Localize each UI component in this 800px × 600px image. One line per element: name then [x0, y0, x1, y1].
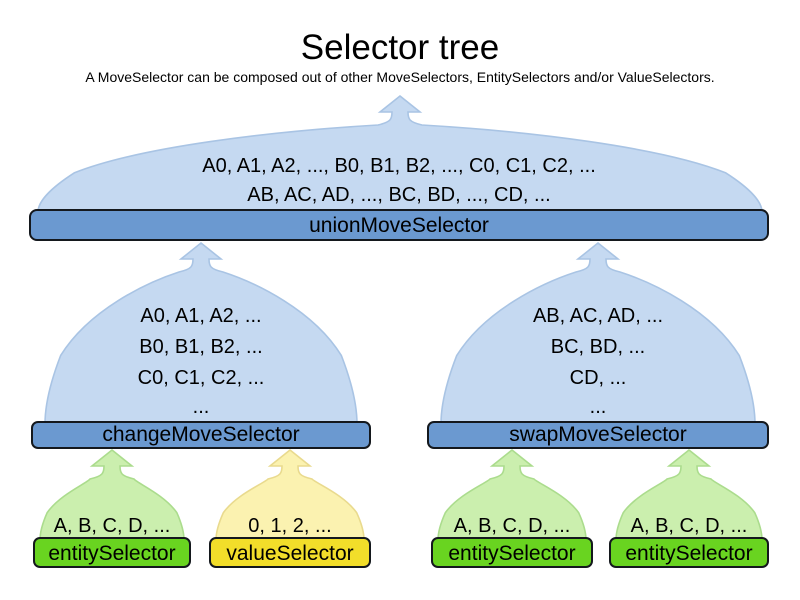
union-move-selector-label: unionMoveSelector — [309, 214, 489, 237]
swap-items-line-1: AB, AC, AD, ... — [533, 305, 663, 327]
page-subtitle: A MoveSelector can be composed out of ot… — [85, 69, 714, 85]
entity3-selector-bar — [609, 537, 769, 568]
change-items-line-1: A0, A1, A2, ... — [140, 305, 261, 327]
entity2-selector-label: entitySelector — [448, 542, 575, 565]
entity2-items-line: A, B, C, D, ... — [454, 515, 571, 537]
entity1-selector-bar — [33, 537, 191, 568]
value1-items-line: 0, 1, 2, ... — [248, 515, 331, 537]
swap-items-line-2: BC, BD, ... — [551, 336, 645, 358]
swap-items-line-3: CD, ... — [570, 367, 627, 389]
change-move-selector-bar — [31, 421, 371, 449]
union-items-line-2: AB, AC, AD, ..., BC, BD, ..., CD, ... — [247, 184, 550, 206]
change-items-line-2: B0, B1, B2, ... — [139, 336, 262, 358]
entity3-selector-label: entitySelector — [625, 542, 752, 565]
union-move-selector-bar — [29, 209, 769, 241]
swap-move-selector-label: swapMoveSelector — [509, 423, 686, 446]
union-items-line-1: A0, A1, A2, ..., B0, B1, B2, ..., C0, C1… — [202, 155, 596, 177]
change-move-selector-label: changeMoveSelector — [102, 423, 299, 446]
entity2-selector-bar — [431, 537, 593, 568]
entity1-items-line: A, B, C, D, ... — [54, 515, 171, 537]
change-items-line-3: C0, C1, C2, ... — [138, 367, 265, 389]
entity3-items-line: A, B, C, D, ... — [631, 515, 748, 537]
swap-items-line-4: ... — [590, 396, 607, 418]
swap-move-selector-bar — [427, 421, 769, 449]
change-items-line-4: ... — [193, 396, 210, 418]
entity1-selector-label: entitySelector — [48, 542, 175, 565]
value1-selector-label: valueSelector — [226, 542, 353, 565]
page-title: Selector tree — [301, 28, 499, 67]
value1-selector-bar — [209, 537, 371, 568]
